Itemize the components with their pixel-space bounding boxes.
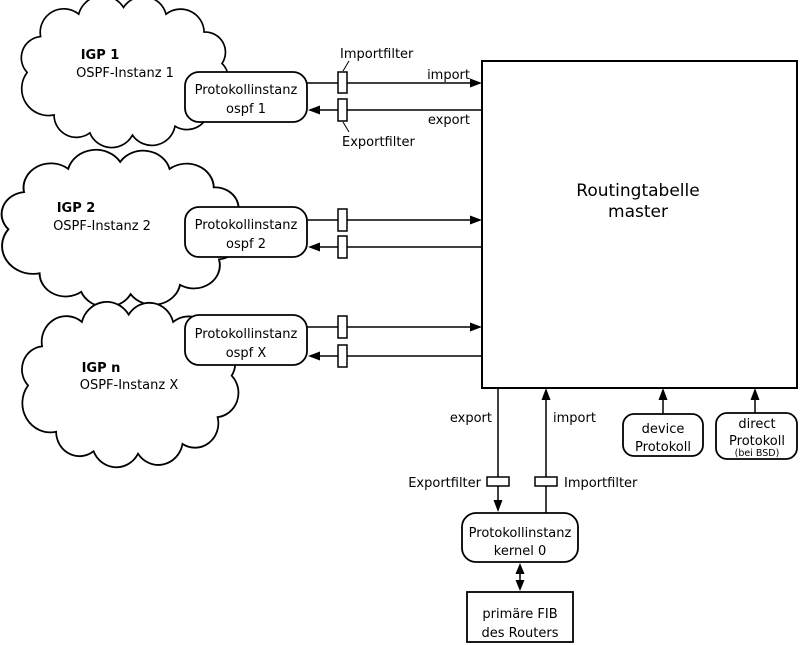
export-arrowhead-2 bbox=[308, 242, 320, 252]
protocol-box-ospf-1 bbox=[184, 71, 308, 123]
direct-protocol-line2: Protokoll bbox=[729, 434, 785, 449]
export-flow-label-top: export bbox=[428, 113, 470, 128]
cloud-igp-n-title: IGP n bbox=[82, 361, 121, 376]
direct-protocol-box bbox=[715, 412, 798, 460]
routing-table-line2: master bbox=[608, 202, 668, 222]
importfilter-label-top: Importfilter bbox=[340, 47, 414, 62]
direct-protocol-arrowhead bbox=[750, 388, 760, 400]
protocol-box-ospf-1-line2: ospf 1 bbox=[226, 102, 266, 117]
kernel-instance-line2: kernel 0 bbox=[494, 544, 546, 559]
export-arrowhead-1 bbox=[308, 105, 320, 115]
fib-line2: des Routers bbox=[481, 626, 558, 641]
export-filter-box-1 bbox=[337, 98, 348, 122]
import-filter-box-1 bbox=[337, 71, 348, 94]
kernel-fib-arrowhead-down bbox=[515, 580, 525, 591]
kernel-instance-line1: Protokollinstanz bbox=[469, 526, 572, 541]
exportfilter-pointer-line bbox=[342, 121, 350, 133]
exportfilter-label-top: Exportfilter bbox=[342, 135, 415, 150]
exportfilter-label-bottom: Exportfilter bbox=[408, 476, 481, 491]
kernel-import-arrowhead bbox=[541, 388, 551, 400]
fib-box bbox=[466, 591, 574, 643]
device-protocol-line1: device bbox=[642, 422, 685, 437]
kernel-export-arrowhead bbox=[493, 500, 503, 512]
routing-table-box bbox=[481, 60, 798, 389]
importfilter-label-bottom: Importfilter bbox=[564, 476, 638, 491]
cloud-igp-n-subtitle: OSPF-Instanz X bbox=[80, 378, 179, 393]
import-arrowhead-1 bbox=[470, 78, 482, 88]
cloud-igp-1-subtitle: OSPF-Instanz 1 bbox=[76, 66, 174, 81]
export-flow-label-bottom: export bbox=[450, 411, 492, 426]
cloud-igp-2-title: IGP 2 bbox=[57, 201, 96, 216]
protocol-box-ospf-x-line2: ospf X bbox=[226, 346, 267, 361]
protocol-box-ospf-x bbox=[184, 314, 308, 366]
cloud-igp-1-title: IGP 1 bbox=[81, 48, 120, 63]
direct-protocol-line3: (bei BSD) bbox=[735, 448, 780, 459]
importfilter-pointer-line bbox=[342, 60, 350, 72]
protocol-box-ospf-x-line1: Protokollinstanz bbox=[195, 327, 298, 342]
export-arrowhead-3 bbox=[308, 351, 320, 361]
kernel-instance-box bbox=[461, 512, 579, 563]
fib-line1: primäre FIB bbox=[482, 607, 557, 622]
protocol-box-ospf-2 bbox=[184, 206, 308, 258]
protocol-box-ospf-2-line1: Protokollinstanz bbox=[195, 218, 298, 233]
device-protocol-box bbox=[622, 413, 704, 457]
cloud-igp-2-subtitle: OSPF-Instanz 2 bbox=[53, 219, 151, 234]
import-filter-box-3 bbox=[337, 315, 348, 339]
import-filter-box-2 bbox=[337, 208, 348, 232]
import-flow-label-bottom: import bbox=[553, 411, 596, 426]
direct-protocol-line1: direct bbox=[738, 417, 775, 432]
export-filter-box-bottom bbox=[486, 476, 510, 487]
protocol-box-ospf-1-line1: Protokollinstanz bbox=[195, 83, 298, 98]
import-arrowhead-2 bbox=[470, 215, 482, 225]
routing-table-line1: Routingtabelle bbox=[576, 181, 699, 201]
protocol-box-ospf-2-line2: ospf 2 bbox=[226, 237, 266, 252]
export-filter-box-3 bbox=[337, 344, 348, 368]
import-filter-box-bottom bbox=[534, 476, 558, 487]
import-arrowhead-3 bbox=[470, 322, 482, 332]
device-protocol-arrowhead bbox=[658, 388, 668, 400]
device-protocol-line2: Protokoll bbox=[635, 440, 691, 455]
kernel-fib-arrowhead-up bbox=[515, 563, 525, 574]
export-filter-box-2 bbox=[337, 235, 348, 259]
import-flow-label-top: import bbox=[427, 68, 470, 83]
